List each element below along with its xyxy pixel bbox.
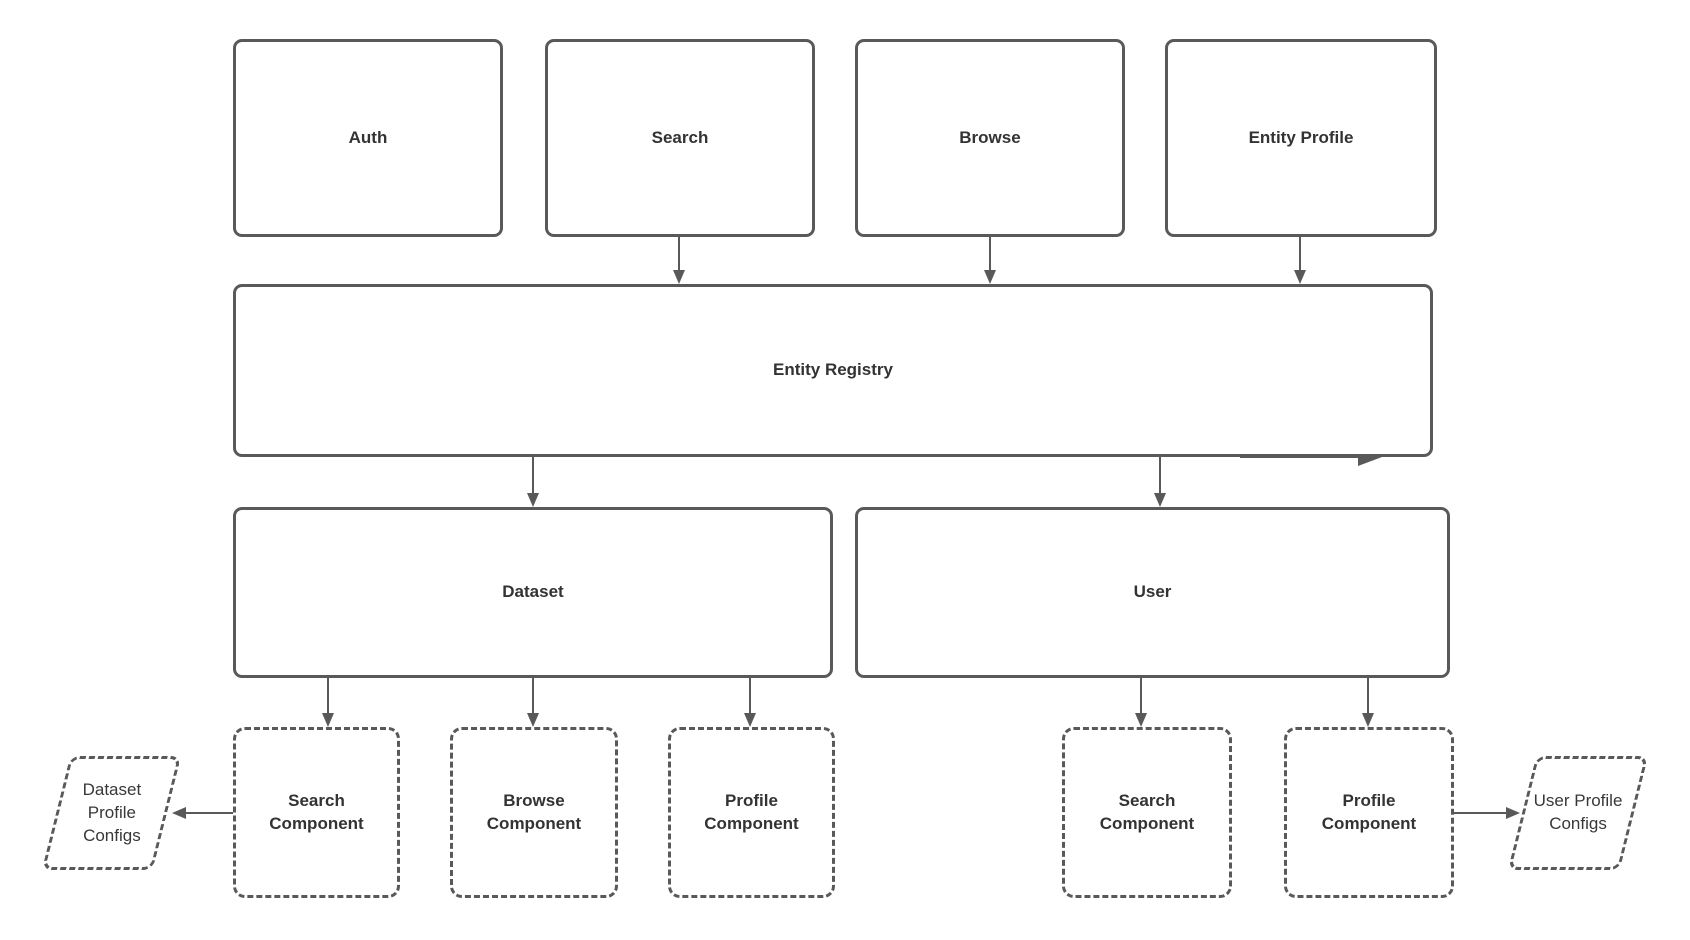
arrow-dataset-to-profile-component	[744, 678, 756, 727]
node-dataset-label: Dataset	[502, 582, 564, 602]
arrow-browse-to-entity-registry	[984, 237, 996, 284]
node-dataset-browse-component-label: Browse Component	[486, 791, 582, 833]
node-entity-registry-label: Entity Registry	[773, 360, 893, 380]
node-user-profile-component-label: Profile Component	[1321, 791, 1417, 833]
node-browse-label: Browse	[959, 127, 1021, 147]
node-dataset-search-component: Search Component	[233, 727, 400, 898]
arrow-search-to-entity-registry	[673, 237, 685, 284]
node-entity-registry: Entity Registry	[233, 284, 1433, 457]
arrow-user-to-profile-component	[1362, 678, 1374, 727]
node-search: Search	[545, 39, 815, 237]
arrow-dataset-to-search-component	[322, 678, 334, 727]
node-entity-profile-label: Entity Profile	[1248, 127, 1354, 147]
node-user-profile-configs-label: User Profile Configs	[1533, 791, 1623, 833]
node-dataset-profile-component: Profile Component	[668, 727, 835, 898]
arrow-profile-component-to-user-profile-configs	[1454, 807, 1520, 819]
arrow-search-component-to-dataset-profile-configs	[172, 807, 233, 819]
node-search-label: Search	[651, 127, 709, 147]
node-dataset: Dataset	[233, 507, 833, 678]
arrow-entity-registry-to-dataset	[527, 457, 539, 507]
node-dataset-profile-configs: Dataset Profile Configs	[41, 756, 182, 870]
node-user-label: User	[1133, 582, 1172, 602]
node-user-profile-component: Profile Component	[1284, 727, 1454, 898]
node-dataset-profile-configs-label: Dataset Profile Configs	[82, 779, 141, 845]
node-user-search-component: Search Component	[1062, 727, 1232, 898]
node-dataset-search-component-label: Search Component	[269, 791, 364, 833]
arrow-entity-profile-to-entity-registry	[1294, 237, 1306, 284]
node-user-profile-configs: User Profile Configs	[1507, 756, 1649, 870]
node-auth: Auth	[233, 39, 503, 237]
node-browse: Browse	[855, 39, 1125, 237]
node-user-search-component-label: Search Component	[1099, 791, 1195, 833]
arrow-dataset-to-browse-component	[527, 678, 539, 727]
arrow-entity-registry-to-user	[1154, 457, 1166, 507]
node-dataset-browse-component: Browse Component	[450, 727, 618, 898]
node-entity-profile: Entity Profile	[1165, 39, 1437, 237]
node-dataset-profile-component-label: Profile Component	[704, 791, 799, 833]
node-auth-label: Auth	[348, 127, 388, 147]
arrow-user-to-search-component	[1135, 678, 1147, 727]
node-user: User	[855, 507, 1450, 678]
